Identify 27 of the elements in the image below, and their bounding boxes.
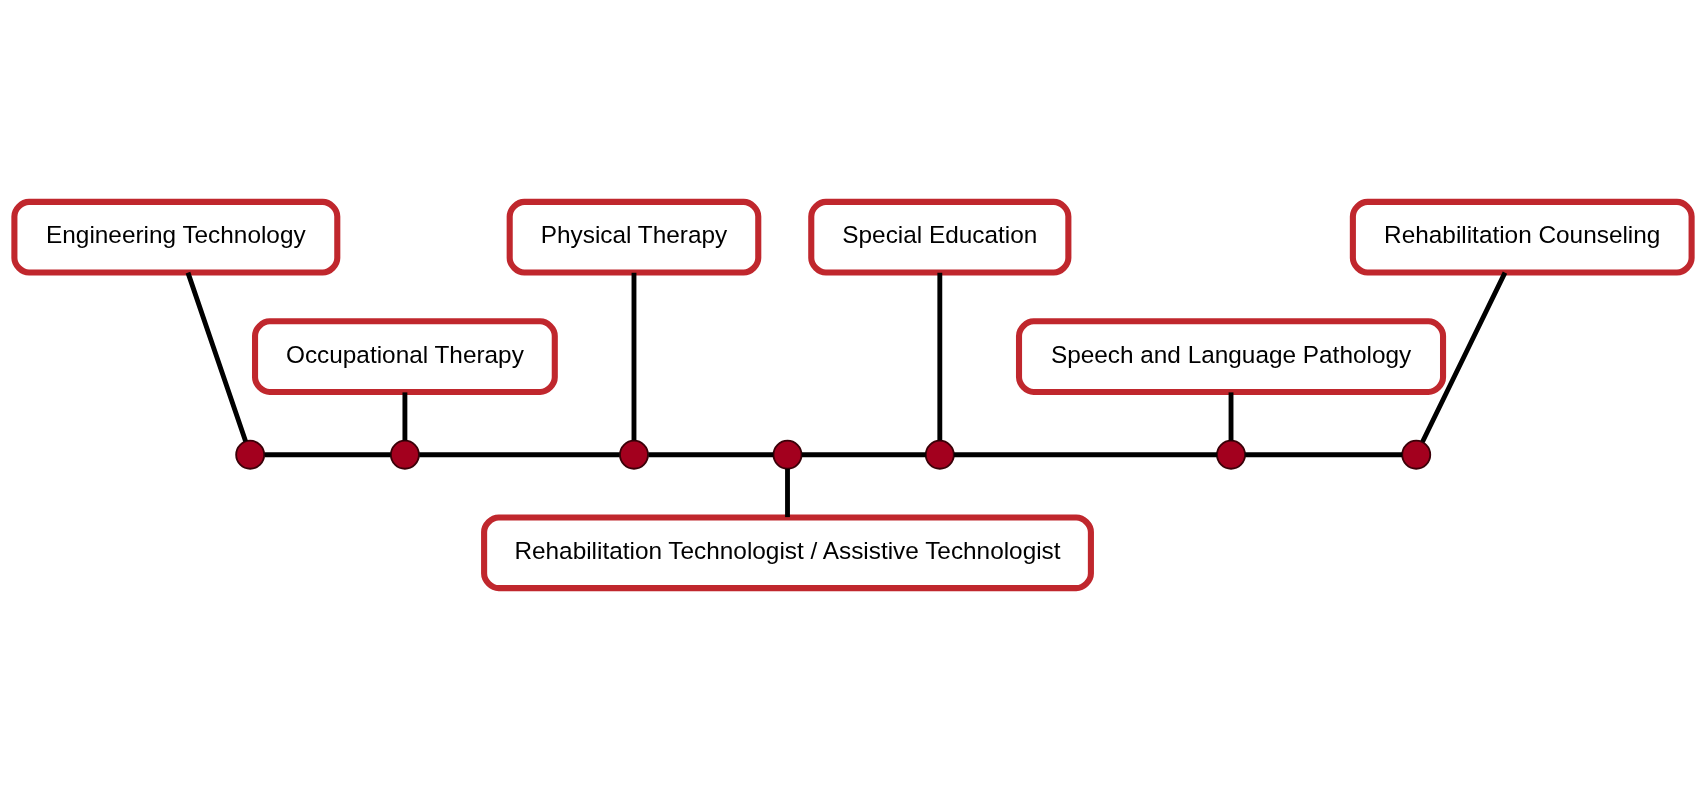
node-circle xyxy=(1216,439,1246,470)
node-box: Engineering Technology xyxy=(11,198,341,276)
node-circle xyxy=(1401,439,1432,470)
connector xyxy=(402,391,408,440)
connector xyxy=(185,271,248,442)
node-circle xyxy=(772,439,803,470)
node-circle xyxy=(619,439,649,470)
node-circle xyxy=(924,439,955,470)
connector xyxy=(631,272,637,440)
connector xyxy=(419,451,620,457)
node-box: Rehabilitation Technologist / Assistive Technologist xyxy=(481,513,1094,591)
connector xyxy=(954,451,1217,457)
connector xyxy=(785,468,790,517)
node-box: Special Education xyxy=(808,198,1072,276)
node-circle xyxy=(390,439,420,470)
node-box: Speech and Language Pathology xyxy=(1015,317,1447,395)
connector xyxy=(801,451,926,457)
connector xyxy=(937,272,943,440)
node-box: Physical Therapy xyxy=(506,198,762,276)
node-box: Rehabilitation Counseling xyxy=(1349,198,1695,276)
node-circle xyxy=(235,439,266,470)
connector xyxy=(1420,271,1508,443)
connector xyxy=(1245,451,1403,457)
node-box: Occupational Therapy xyxy=(252,317,558,395)
connector xyxy=(648,451,774,457)
connector xyxy=(264,451,391,457)
connector xyxy=(1228,391,1234,440)
